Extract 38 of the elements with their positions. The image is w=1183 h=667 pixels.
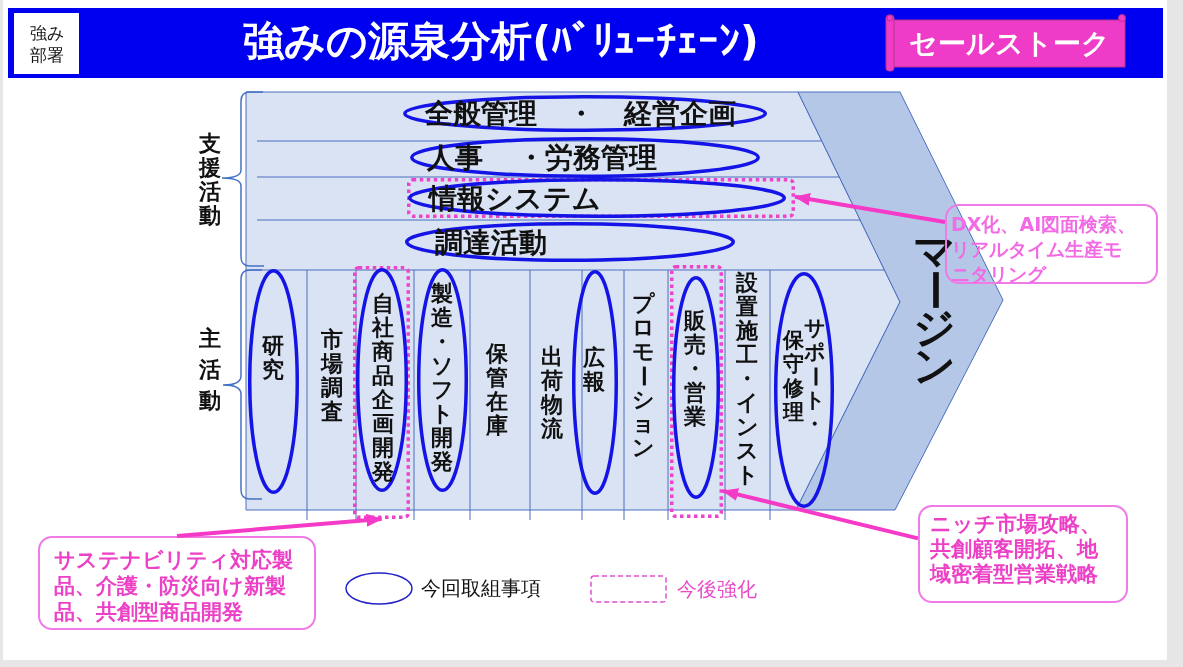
highlight-ellipse — [417, 268, 468, 492]
activity-label: 自社商品企画開発 — [372, 292, 394, 484]
callout-box — [38, 536, 316, 630]
highlight-ellipse — [405, 222, 735, 262]
activity-group-label: 主活動 — [199, 325, 221, 415]
highlight-ellipse — [248, 269, 299, 494]
activity-label: 出荷物流 — [541, 345, 563, 441]
callout-box — [918, 505, 1128, 603]
activity-label: 製造・ソフト開発 — [431, 282, 453, 474]
dotted-frame — [353, 266, 410, 519]
legend-label: 今後強化 — [677, 576, 757, 602]
department-box — [14, 13, 79, 74]
arrow — [794, 192, 946, 224]
activity-label: 全般管理 ・ 経営企画 — [425, 98, 737, 129]
callout-text: ニッチ市場攻略、共創顧客開拓、地域密着型営業戦略 — [930, 512, 1102, 587]
activity-label: プロモーション — [632, 292, 654, 460]
activity-label: 広報 — [583, 346, 605, 394]
activity-label: 市場調査 — [321, 328, 343, 424]
dotted-frame — [670, 265, 723, 518]
activity-group-label: 支援活動 — [199, 132, 221, 228]
highlight-ellipse — [410, 137, 760, 178]
arrow — [722, 488, 919, 541]
title: 強みの源泉分析(ﾊﾞﾘｭｰﾁｪｰﾝ) — [243, 17, 759, 65]
arrow — [176, 513, 383, 538]
activity-label: 設置施工・インスト — [736, 271, 758, 487]
activity-label: 人事 ・労務管理 — [427, 142, 657, 173]
highlight-ellipse — [403, 95, 767, 132]
highlight-ellipse — [774, 272, 834, 508]
activity-label: 販売・営業 — [684, 309, 706, 429]
department-label: 強み部署 — [29, 21, 64, 66]
activity-label: 研究 — [262, 334, 284, 382]
legend-label: 今回取組事項 — [421, 575, 541, 601]
activity-label: 保管在庫 — [486, 342, 508, 438]
banner-label: セールストーク — [908, 26, 1110, 61]
activity-label: 調達活動 — [435, 226, 547, 258]
highlight-ellipse — [572, 270, 618, 495]
callout-text: サステナビリティ対応製品、介護・防災向け新製品、共創型商品開発 — [54, 547, 294, 625]
activity-label: 情報システム — [429, 182, 601, 214]
